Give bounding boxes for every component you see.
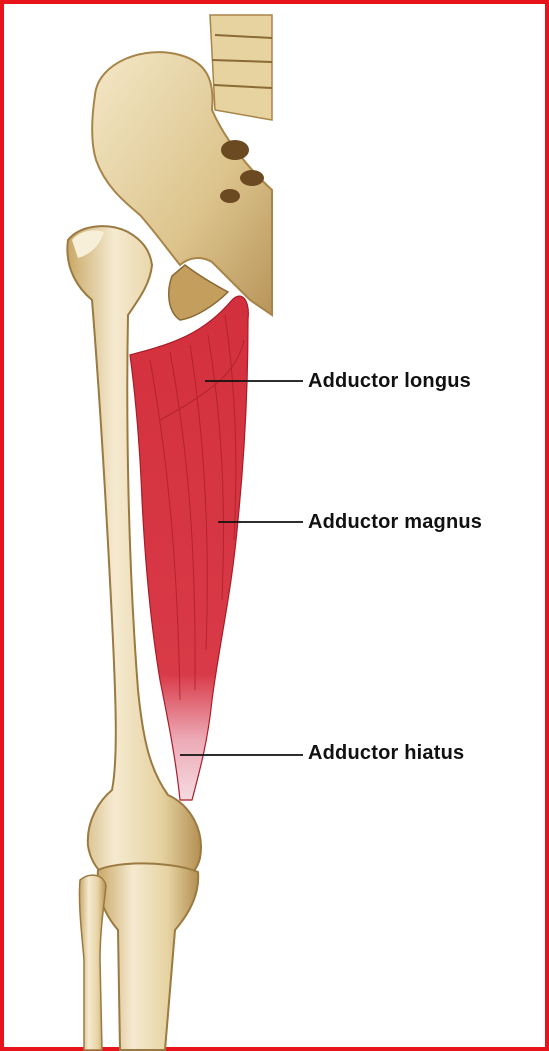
tibia-fibula-bones bbox=[79, 863, 198, 1050]
label-adductor-magnus: Adductor magnus bbox=[308, 511, 482, 534]
adductor-muscles bbox=[130, 296, 248, 800]
spine-vertebrae bbox=[210, 15, 272, 120]
label-adductor-longus: Adductor longus bbox=[308, 370, 471, 393]
label-adductor-hiatus: Adductor hiatus bbox=[308, 742, 464, 765]
